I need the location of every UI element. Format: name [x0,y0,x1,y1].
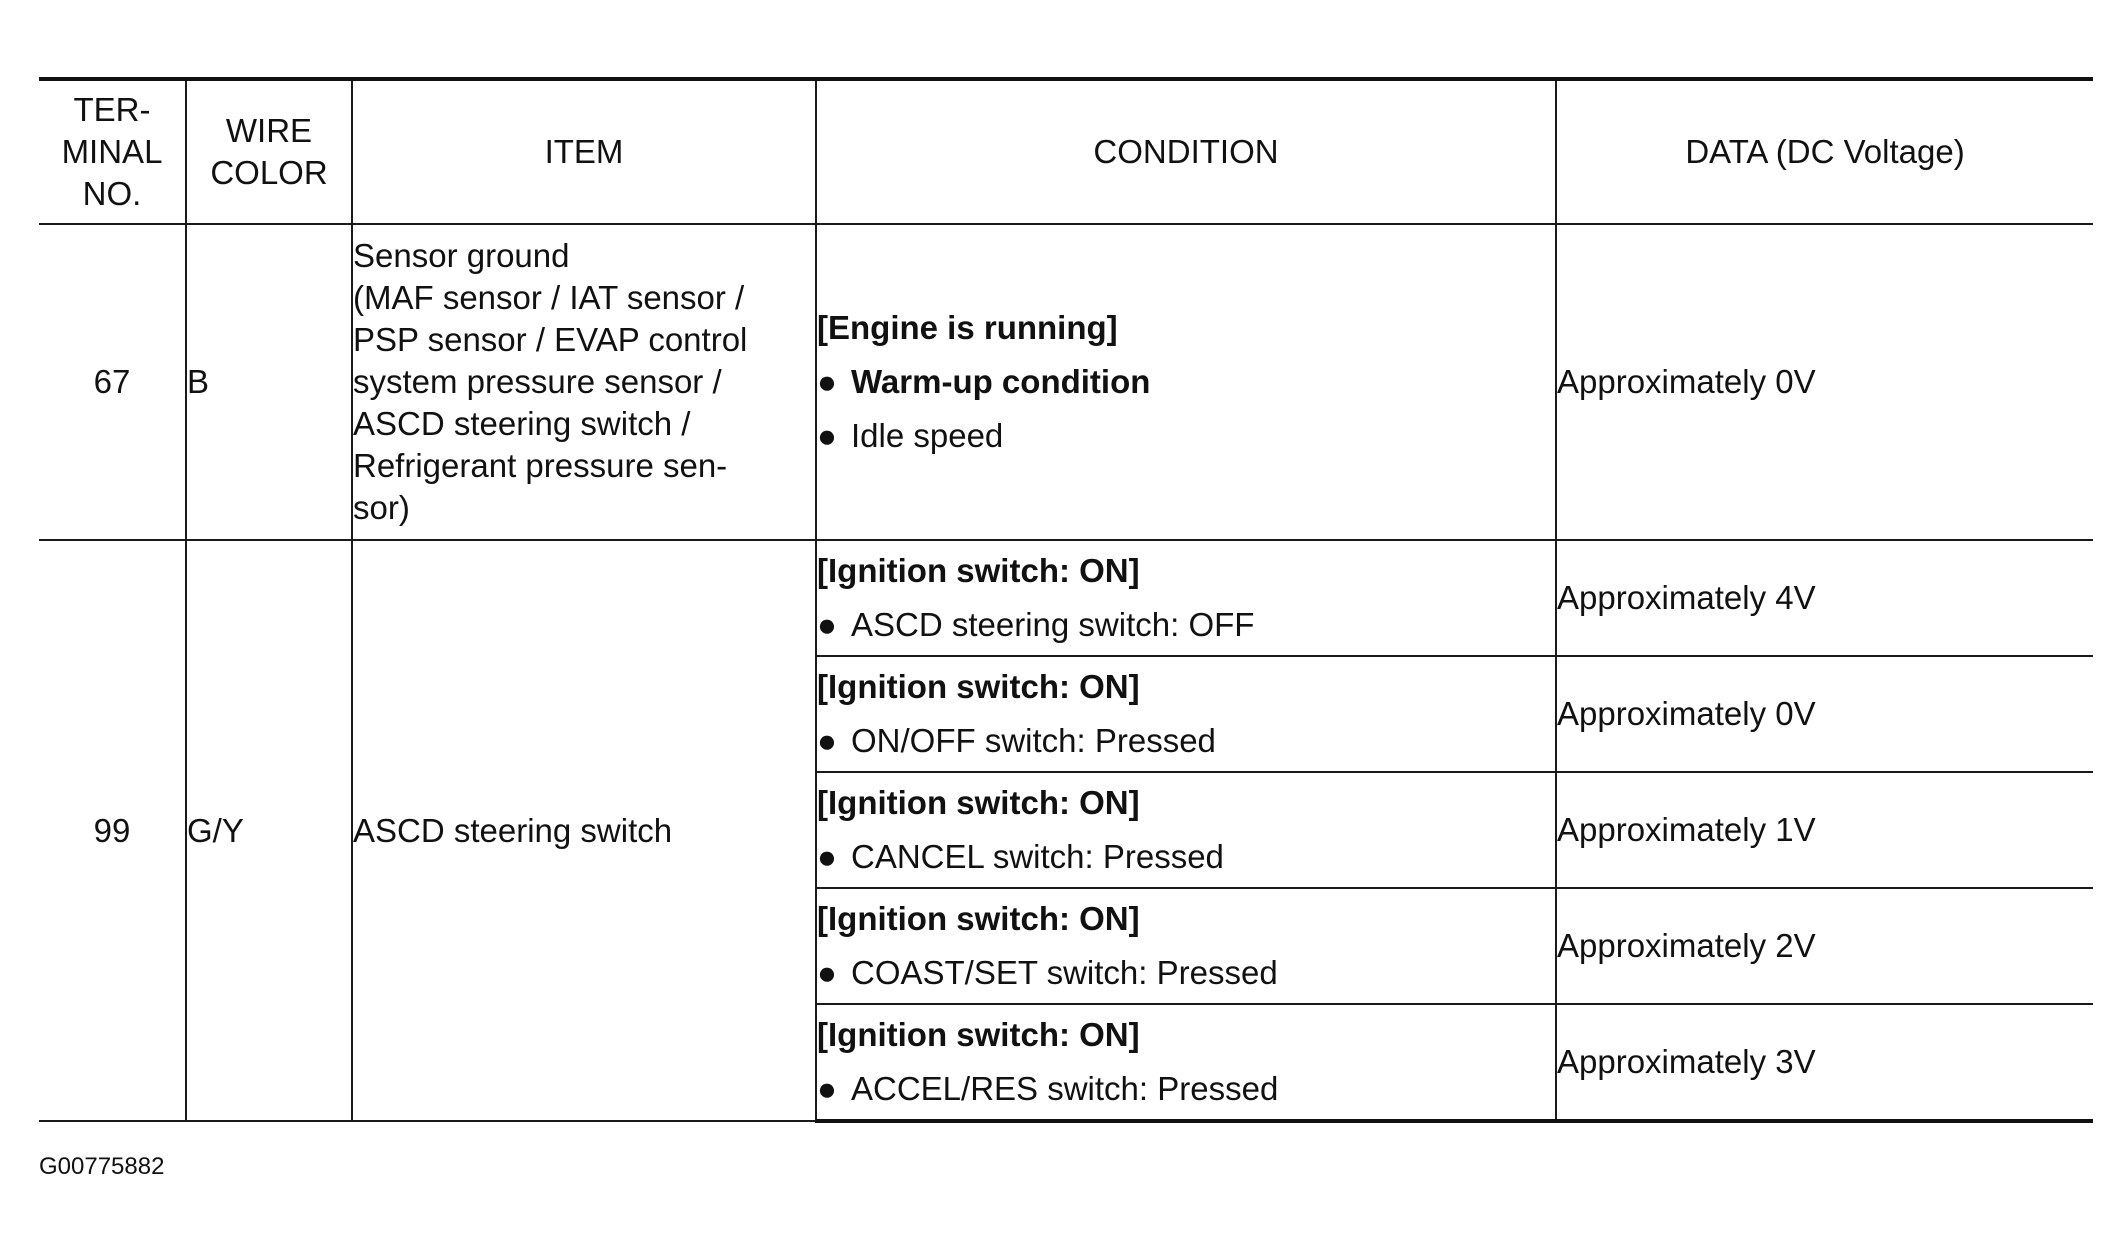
table-row-terminal-99-sub: [Ignition switch: ON] ●CANCEL switch: Pr… [39,771,2093,889]
header-wire-color: WIRE COLOR [185,77,353,225]
header-data: DATA (DC Voltage) [1555,77,2093,225]
header-terminal-no: TER- MINAL NO. [39,77,187,225]
figure-id: G00775882 [39,1153,165,1180]
condition-heading: [Ignition switch: ON] [817,1016,1140,1053]
condition-bullet: ●Idle speed [817,409,1555,463]
condition-heading: [Ignition switch: ON] [817,668,1140,705]
data-value: Approximately 0V [1555,655,2093,773]
condition-cell: [Ignition switch: ON] ●COAST/SET switch:… [816,887,1557,1005]
condition-heading: [Engine is running] [817,309,1118,346]
table-row-terminal-67: 67 B Sensor ground (MAF sensor / IAT sen… [39,223,2093,541]
bullet-icon: ● [817,363,837,400]
condition-bullet: ●CANCEL switch: Pressed [817,830,1555,884]
table-header-row: TER- MINAL NO. WIRE COLOR ITEM CONDITION… [39,77,2093,225]
bullet-icon: ● [817,722,837,759]
condition-heading: [Ignition switch: ON] [817,552,1140,589]
data-value: Approximately 2V [1555,887,2093,1005]
table-row-terminal-99-sub: [Ignition switch: ON] ●COAST/SET switch:… [39,887,2093,1005]
table-row-terminal-99: 99 G/Y ASCD steering switch [Ignition sw… [39,539,2093,1122]
condition-heading: [Ignition switch: ON] [817,900,1140,937]
condition-bullet: ●COAST/SET switch: Pressed [817,946,1555,1000]
header-item: ITEM [351,77,817,225]
bullet-icon: ● [817,606,837,643]
bullet-icon: ● [817,417,837,454]
bullet-icon: ● [817,1070,837,1107]
condition-bullet: ●ON/OFF switch: Pressed [817,714,1555,768]
terminal-data-table: TER- MINAL NO. WIRE COLOR ITEM CONDITION… [39,77,2093,1123]
condition-heading: [Ignition switch: ON] [817,784,1140,821]
item-description: ASCD steering switch [351,539,817,1122]
table-row-terminal-99-sub: [Ignition switch: ON] ●ON/OFF switch: Pr… [39,655,2093,773]
data-value: Approximately 1V [1555,771,2093,889]
condition-cell: [Engine is running] ●Warm-up condition ●… [815,223,1557,541]
condition-cell: [Ignition switch: ON] ●ACCEL/RES switch:… [816,1003,1557,1123]
bullet-icon: ● [817,838,837,875]
terminal-number: 67 [39,223,187,541]
table-row-terminal-99-sub: [Ignition switch: ON] ●ACCEL/RES switch:… [39,1003,2093,1123]
header-condition: CONDITION [815,77,1557,225]
condition-cell: [Ignition switch: ON] ●ON/OFF switch: Pr… [816,655,1557,773]
terminal-number: 99 [39,539,187,1122]
condition-bullet: ●ASCD steering switch: OFF [817,598,1555,652]
condition-bullet: ●Warm-up condition [817,355,1555,409]
wire-color: B [185,223,353,541]
condition-cell: [Ignition switch: ON] ●ASCD steering swi… [815,539,1557,657]
wire-color: G/Y [185,539,353,1122]
terminal-spec-sheet: TER- MINAL NO. WIRE COLOR ITEM CONDITION… [39,77,2093,1123]
bullet-icon: ● [817,954,837,991]
condition-bullet: ●ACCEL/RES switch: Pressed [817,1062,1555,1116]
condition-cell: [Ignition switch: ON] ●CANCEL switch: Pr… [816,771,1557,889]
data-value: Approximately 4V [1555,539,2093,657]
data-value: Approximately 3V [1555,1003,2093,1123]
item-description: Sensor ground (MAF sensor / IAT sensor /… [351,223,817,541]
data-value: Approximately 0V [1555,223,2093,541]
